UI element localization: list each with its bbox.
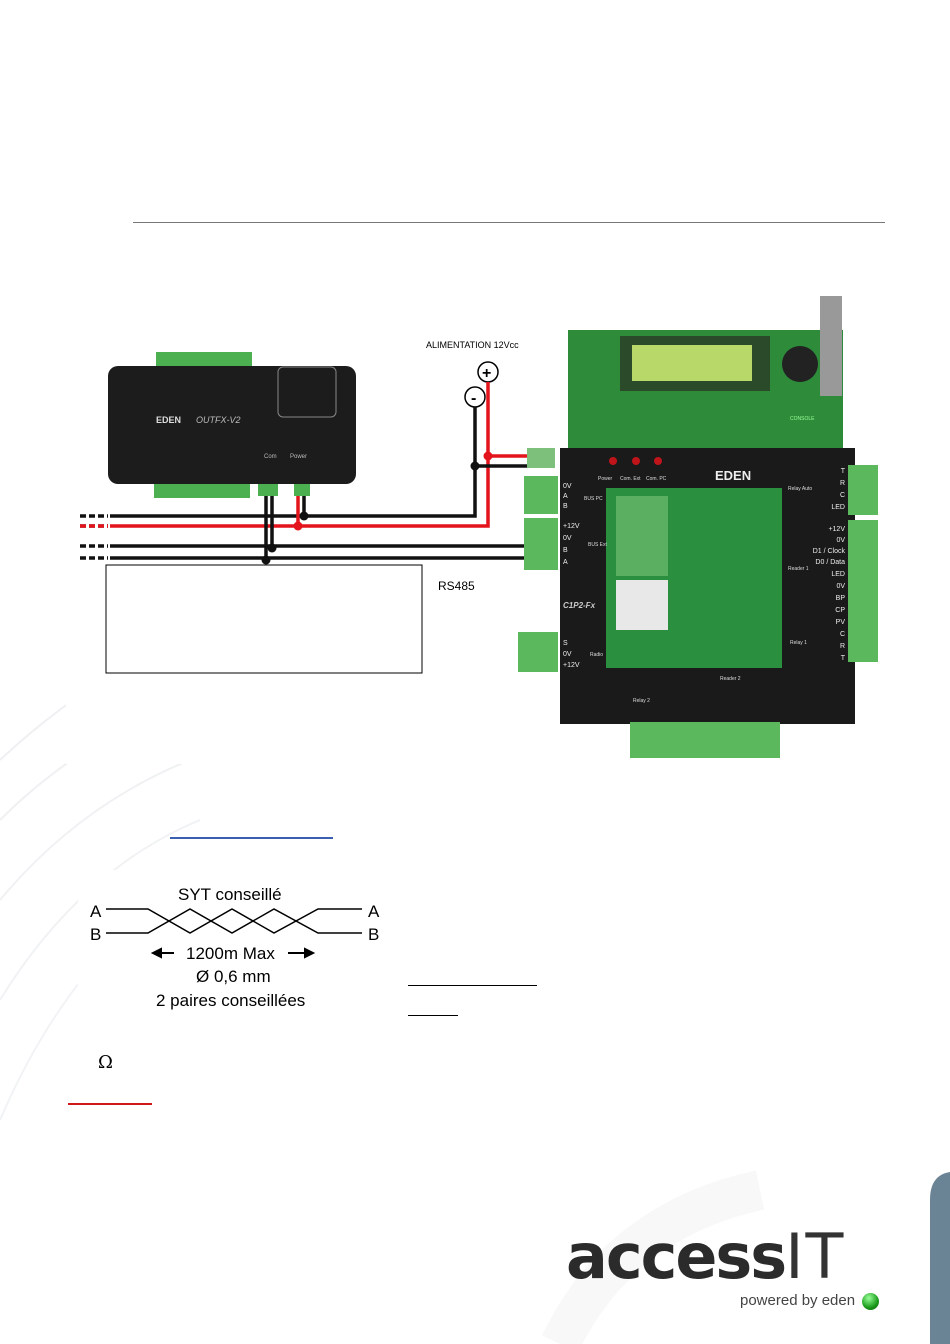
wire-a-left: A bbox=[90, 902, 102, 921]
link-underline-blue bbox=[170, 837, 333, 839]
outfx-brand: EDEN bbox=[156, 415, 181, 425]
cable-length: 1200m Max bbox=[186, 944, 275, 963]
cable-title: SYT conseillé bbox=[178, 885, 282, 904]
cable-pairs: 2 paires conseillées bbox=[156, 991, 305, 1010]
outfx-model: OUTFX-V2 bbox=[196, 415, 241, 425]
wire-a-right: A bbox=[368, 902, 380, 921]
pin-label: R bbox=[840, 643, 845, 650]
pin-label: D0 / Data bbox=[815, 559, 845, 566]
reader-1-label: Reader 1 bbox=[788, 566, 809, 572]
left-pin-labels: 0V A B +12V 0V B A S 0V +12V bbox=[563, 483, 580, 669]
header-divider bbox=[133, 222, 885, 223]
wires bbox=[80, 382, 528, 560]
pin-label: C bbox=[840, 631, 845, 638]
pin-label: A bbox=[563, 493, 568, 500]
led-power: Power bbox=[598, 476, 613, 482]
relay-2-label: Relay 2 bbox=[633, 698, 650, 704]
wire-b-right: B bbox=[368, 925, 379, 944]
right-pin-labels: T R C LED +12V 0V D1 / Clock D0 / Data L… bbox=[813, 468, 846, 662]
pin-label: +12V bbox=[563, 523, 580, 530]
pin-label: LED bbox=[831, 504, 845, 511]
eden-dot-icon bbox=[862, 1293, 879, 1310]
logo-it: IT bbox=[785, 1220, 846, 1293]
logo-tagline: powered by eden bbox=[740, 1292, 856, 1309]
note-box bbox=[105, 564, 423, 674]
bus-pc-label: BUS PC bbox=[584, 496, 603, 502]
pin-label: R bbox=[840, 480, 845, 487]
board-model: C1P2-Fx bbox=[563, 601, 596, 610]
wiring-diagram: EDEN OUTFX-V2 Com Power ALIMENTATION 12V… bbox=[80, 296, 878, 758]
pin-label: PV bbox=[836, 619, 846, 626]
pin-label: BP bbox=[836, 595, 846, 602]
arrow-left-icon bbox=[150, 947, 174, 959]
pin-label: S bbox=[563, 640, 568, 647]
com-label: Com bbox=[264, 454, 277, 460]
underline-1 bbox=[408, 985, 537, 986]
power-supply-label: ALIMENTATION 12Vcc bbox=[426, 340, 519, 350]
c1p2-controller-board: CONSOLE Power Com. Ext Com. PC EDEN C1P2… bbox=[518, 296, 878, 758]
pin-label: D1 / Clock bbox=[813, 548, 846, 555]
pin-label: 0V bbox=[563, 483, 572, 490]
pin-label: +12V bbox=[828, 526, 845, 533]
pin-label: 0V bbox=[563, 535, 572, 542]
pin-label: C bbox=[840, 492, 845, 499]
logo-access: access bbox=[566, 1220, 787, 1293]
radio-label: Radio bbox=[590, 652, 603, 658]
reader-2-label: Reader 2 bbox=[720, 676, 741, 682]
led-com-ext: Com. Ext bbox=[620, 476, 641, 482]
pin-label: A bbox=[563, 559, 568, 566]
wire-junctions bbox=[261, 451, 493, 565]
arrow-right-icon bbox=[288, 947, 316, 959]
link-underline-red bbox=[68, 1103, 152, 1105]
rs485-label: RS485 bbox=[438, 579, 475, 593]
board-brand: EDEN bbox=[715, 468, 751, 483]
pin-label: +12V bbox=[563, 662, 580, 669]
relay-1-label: Relay 1 bbox=[790, 640, 807, 646]
underline-2 bbox=[408, 1015, 458, 1016]
cable-diameter: Ø 0,6 mm bbox=[196, 967, 271, 986]
led-com-pc: Com. PC bbox=[646, 476, 667, 482]
pin-label: T bbox=[841, 655, 846, 662]
plus-terminal: + bbox=[482, 365, 491, 382]
pin-label: T bbox=[841, 468, 846, 475]
pin-label: 0V bbox=[836, 537, 845, 544]
outfx-module: EDEN OUTFX-V2 Com Power bbox=[108, 352, 356, 498]
wire-b-left: B bbox=[90, 925, 101, 944]
bus-ext-label: BUS Ext bbox=[588, 542, 608, 548]
pin-label: 0V bbox=[836, 583, 845, 590]
pin-label: LED bbox=[831, 571, 845, 578]
pin-label: B bbox=[563, 503, 568, 510]
power-label: Power bbox=[290, 454, 307, 460]
minus-terminal: - bbox=[471, 390, 476, 407]
console-label: CONSOLE bbox=[790, 416, 815, 422]
relay-auto-label: Relay Auto bbox=[788, 486, 812, 492]
omega-symbol: Ω bbox=[98, 1052, 113, 1073]
pin-label: B bbox=[563, 547, 568, 554]
cable-diagram: SYT conseillé A B A B 1200m Max Ø 0,6 mm… bbox=[78, 870, 396, 1018]
pin-label: 0V bbox=[563, 651, 572, 658]
pin-label: CP bbox=[835, 607, 845, 614]
